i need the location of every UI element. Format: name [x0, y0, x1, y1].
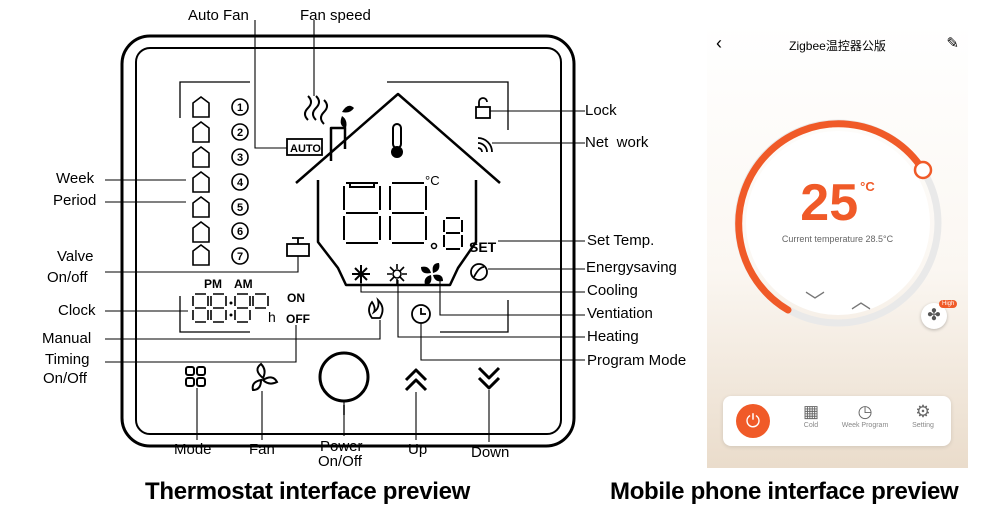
label-program-mode: Program Mode — [587, 352, 687, 369]
program-mode-icon — [411, 304, 431, 324]
temperature-down-button[interactable]: ﹀ — [805, 291, 825, 313]
label-mode: Mode — [174, 441, 212, 458]
period-number: 5 — [237, 202, 243, 214]
period-number: 2 — [237, 127, 243, 139]
lcd-auto: AUTO — [290, 143, 321, 155]
leader-lines — [105, 20, 585, 442]
caption-phone: Mobile phone interface preview — [610, 478, 959, 505]
phone-top-bar: ‹ Zigbee温控器公版 ✎ — [707, 23, 968, 65]
fan-button[interactable] — [251, 362, 279, 392]
label-up: Up — [408, 441, 428, 458]
tab-week-program[interactable]: ◷ Week Program — [837, 396, 893, 446]
phone-screen: ‹ Zigbee温控器公版 ✎ 25°C Current temperature… — [707, 23, 968, 468]
clock-digits — [192, 293, 269, 323]
label-period: Period — [53, 192, 97, 209]
label-ventilation: Ventiation — [587, 305, 653, 322]
energysaving-icon — [470, 263, 488, 281]
back-icon[interactable]: ‹ — [716, 33, 722, 53]
ventilation-mode-icon — [387, 264, 407, 284]
target-temperature-value: 25 — [800, 174, 859, 232]
label-timing: Timing — [45, 351, 90, 368]
clock-colon-bottom — [229, 313, 233, 317]
fan-mode-icon — [421, 263, 443, 285]
tab-setting[interactable]: ⚙ Setting — [901, 396, 945, 446]
label-network: Net work — [585, 134, 649, 151]
decimal-point — [430, 242, 438, 250]
temperature-unit: °C — [860, 179, 875, 194]
phone-title: Zigbee温控器公版 — [789, 39, 886, 53]
power-button[interactable] — [318, 351, 370, 403]
power-icon[interactable]: ⏻ — [736, 404, 770, 438]
valve-icon — [286, 237, 310, 257]
auto-fan-icon — [340, 105, 354, 128]
fan-speed-button[interactable]: ✤ — [921, 303, 947, 329]
dial-progress-arc — [735, 120, 927, 314]
dial-handle[interactable] — [913, 160, 933, 180]
clock-colon-top — [229, 301, 233, 305]
seven-segment-display — [343, 182, 463, 250]
period-number: 4 — [237, 177, 244, 189]
down-button[interactable] — [477, 366, 501, 390]
temperature-up-button[interactable]: ︿ — [851, 291, 871, 313]
target-temperature: 25°C — [707, 173, 968, 233]
house-outline — [295, 92, 501, 287]
tab-week-program-label: Week Program — [841, 422, 889, 429]
label-valve-onoff: On/off — [47, 269, 88, 286]
label-power-onoff: On/Off — [318, 453, 362, 470]
bottom-tab-bar: ⏻ ▦ Cold ◷ Week Program ⚙ Setting — [723, 396, 951, 446]
lcd-on: ON — [287, 291, 305, 305]
caption-thermostat: Thermostat interface preview — [145, 478, 471, 505]
label-set-temp: Set Temp. — [587, 232, 655, 249]
lcd-pm: PM — [204, 277, 222, 291]
label-heating: Heating — [587, 328, 639, 345]
up-button[interactable] — [404, 368, 428, 392]
edit-icon[interactable]: ✎ — [946, 35, 959, 52]
period-number: 6 — [237, 226, 243, 238]
mode-button[interactable] — [185, 366, 206, 387]
lcd-set: SET — [469, 239, 497, 255]
label-down: Down — [471, 444, 510, 461]
period-icons — [192, 96, 210, 266]
fan-speed-icon — [304, 95, 328, 125]
current-temperature: Current temperature 28.5°C — [781, 234, 894, 244]
label-power: Power — [320, 438, 363, 455]
thermometer-icon — [391, 123, 403, 158]
label-timing-onoff: On/Off — [43, 370, 87, 387]
label-energysaving: Energysaving — [586, 259, 677, 276]
auto-box — [286, 138, 323, 156]
period-number: 3 — [237, 152, 243, 164]
lcd-border — [179, 81, 509, 333]
cooling-icon — [352, 265, 370, 283]
lock-icon — [475, 97, 491, 119]
tab-cold-label: Cold — [803, 422, 819, 429]
lcd-am: AM — [234, 277, 253, 291]
label-clock: Clock — [58, 302, 96, 319]
label-cooling: Cooling — [587, 282, 638, 299]
grid-icon: ▦ — [802, 402, 820, 421]
tab-cold[interactable]: ▦ Cold — [793, 396, 829, 446]
clock-icon: ◷ — [857, 402, 873, 421]
label-fan: Fan — [249, 441, 275, 458]
label-manual: Manual — [42, 330, 92, 347]
lcd-hour-unit: h — [268, 309, 276, 325]
period-number: 7 — [237, 251, 243, 263]
fan-speed-badge: High — [939, 300, 958, 308]
label-valve: Valve — [57, 248, 94, 265]
label-week: Week — [56, 170, 95, 187]
dial-face — [746, 131, 930, 315]
label-fan-speed: Fan speed — [300, 7, 371, 24]
lcd-off: OFF — [286, 312, 310, 326]
period-number: 1 — [237, 102, 243, 114]
network-icon — [477, 137, 493, 153]
period-number-circles — [231, 98, 249, 265]
label-auto-fan: Auto Fan — [188, 7, 249, 24]
temperature-dial[interactable] — [725, 110, 951, 336]
tab-setting-label: Setting — [912, 422, 934, 429]
label-lock: Lock — [585, 102, 617, 119]
heating-icon — [368, 297, 384, 319]
fan-icon: ✤ — [927, 307, 941, 324]
gear-icon: ⚙ — [915, 402, 931, 421]
lcd-celsius: °C — [425, 173, 440, 188]
